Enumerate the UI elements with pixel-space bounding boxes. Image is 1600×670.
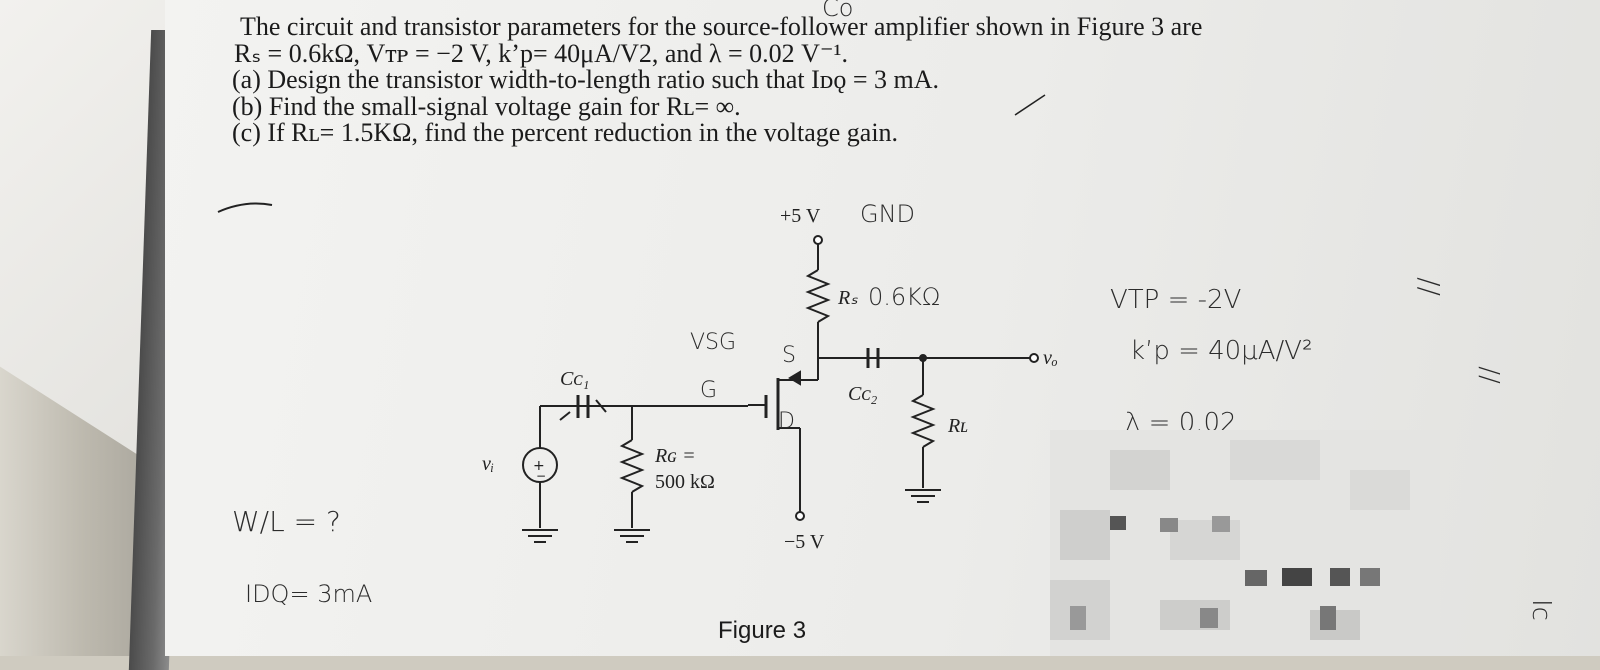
vdd-label: +5 V [780, 205, 821, 227]
margin-mark-1: // [1412, 277, 1446, 296]
figure-caption: Figure 3 [718, 617, 807, 644]
problem-part-b: (b) Find the small-signal voltage gain f… [232, 91, 741, 121]
rs-label: Rₛ [837, 287, 858, 309]
margin-mark-3: Ic [1525, 599, 1556, 621]
hand-vsg: VSG [690, 330, 737, 355]
svg-text:+: + [533, 458, 545, 474]
margin-mark-2: // [1473, 366, 1504, 384]
hand-w-over-l: W/L = ? [232, 505, 341, 538]
cc1-label: Cᴄ₁ [560, 368, 589, 390]
hand-d: D [778, 409, 795, 434]
cc2-label: Cᴄ₂ [848, 383, 877, 405]
vss-label: −5 V [784, 531, 825, 553]
vo-label: vₒ [1043, 347, 1058, 369]
rl-label: Rʟ [947, 415, 968, 437]
hand-vtp: VTP = -2V [1110, 285, 1242, 315]
hand-idq: IDQ= 3mA [245, 580, 373, 608]
check-mark [1014, 94, 1046, 116]
problem-part-a: (a) Design the transistor width-to-lengt… [232, 65, 940, 94]
problem-intro: The circuit and transistor parameters fo… [240, 12, 1203, 41]
vss-terminal [795, 511, 805, 521]
underline-scribble [217, 202, 273, 213]
circuit-diagram: + − +5 V −5 V Rₛ Cᴄ₁ Cᴄ₂ Rʟ Rɢ = 500 kΩ … [217, 94, 1058, 553]
pixelated-region [1050, 430, 1440, 656]
svg-text:−: − [536, 469, 546, 483]
vdd-terminal [813, 235, 823, 245]
rg-value: 500 kΩ [655, 471, 715, 493]
hand-kp: k’p = 40μA/V² [1130, 336, 1313, 366]
rg-label: Rɢ = [654, 445, 696, 467]
vo-terminal [1029, 353, 1039, 363]
hand-gnd: GND [860, 200, 916, 228]
problem-params: Rₛ = 0.6kΩ, Vᴛᴘ = −2 V, k’p= 40μA/V2, an… [234, 38, 848, 68]
vi-label: vᵢ [482, 453, 494, 475]
hand-g: G [700, 378, 718, 403]
problem-part-c: (c) If Rʟ= 1.5KΩ, find the percent reduc… [232, 118, 899, 147]
problem-text: The circuit and transistor parameters fo… [232, 12, 1203, 147]
hand-s: S [782, 343, 796, 368]
hand-top-corner: Co [822, 0, 854, 22]
rl-resistor [910, 394, 936, 448]
rs-resistor [805, 269, 831, 323]
hand-rs-value: 0.6KΩ [868, 283, 941, 311]
rg-resistor [619, 439, 645, 493]
